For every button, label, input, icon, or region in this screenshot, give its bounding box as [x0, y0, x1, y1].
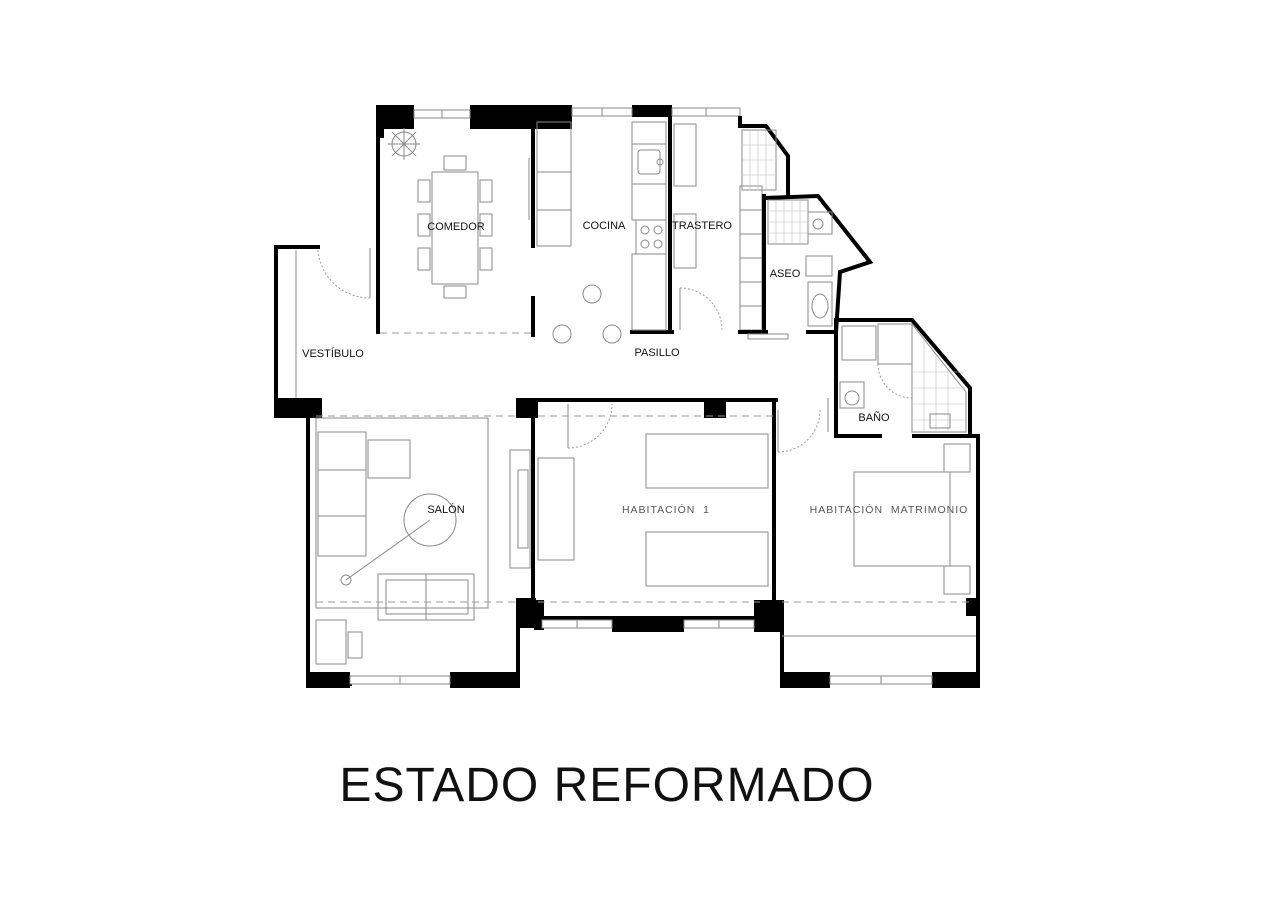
label-bano: BAÑO: [858, 411, 890, 424]
salon-area: [306, 398, 536, 688]
label-aseo: ASEO: [770, 268, 801, 280]
plan-title: ESTADO REFORMADO: [339, 759, 874, 812]
label-comedor: COMEDOR: [427, 221, 485, 233]
label-vestibulo: VESTÍBULO: [302, 347, 364, 360]
label-trastero: TRASTERO: [672, 220, 732, 232]
trastero-area: [673, 116, 790, 334]
aseo-area: [747, 193, 874, 340]
vestibulo-walls: [274, 245, 371, 418]
habitacion-matrimonio-area: [777, 409, 980, 688]
label-cocina: COCINA: [583, 220, 626, 232]
label-pasillo: PASILLO: [634, 347, 679, 359]
bano-area: [827, 318, 972, 438]
label-habitacion-1: HABITACIÓN 1: [622, 503, 710, 516]
habitacion1-area: [534, 403, 784, 632]
top-walls: [376, 105, 741, 334]
comedor-furniture: [380, 128, 533, 334]
cocina-furniture: [536, 121, 667, 344]
room-labels: COMEDOR COCINA TRASTERO ASEO VESTÍBULO P…: [302, 220, 969, 516]
label-habitacion-matrimonio: HABITACIÓN MATRIMONIO: [810, 503, 969, 516]
cocina-walls: [528, 116, 674, 337]
label-salon: SALÓN: [427, 503, 464, 516]
pasillo-walls: [516, 398, 778, 452]
